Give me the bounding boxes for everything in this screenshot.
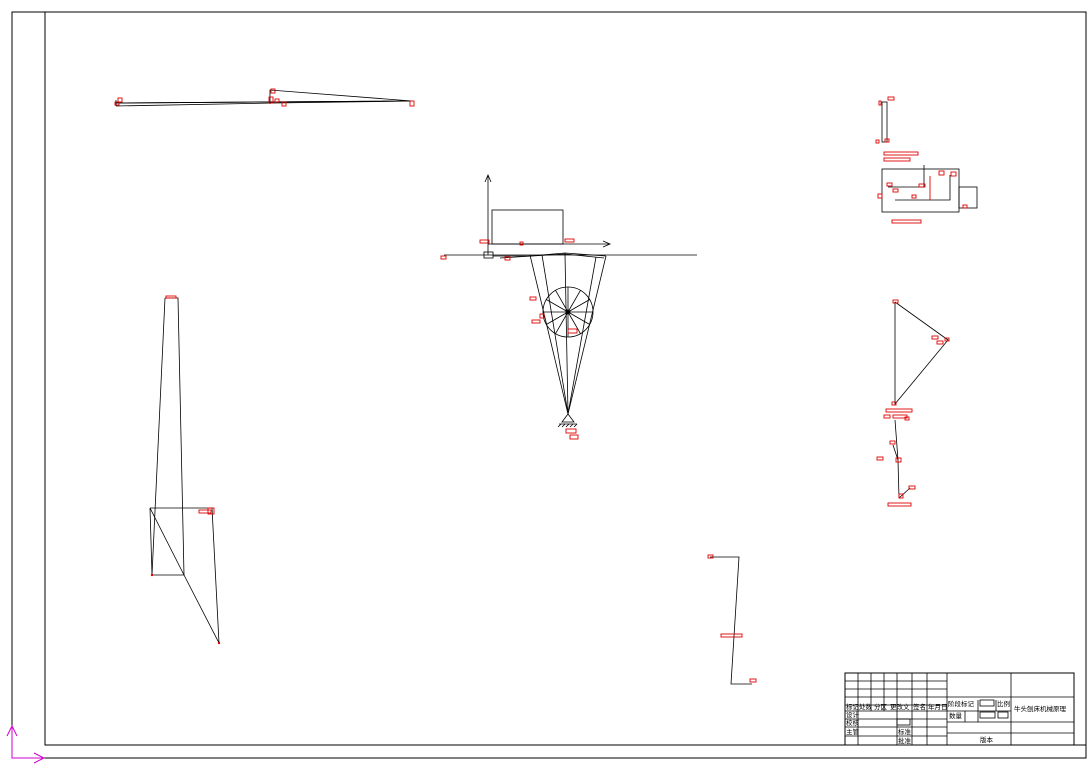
crank-spoke <box>555 290 569 313</box>
outer-frame <box>11 11 1087 759</box>
header-count: 处数 <box>859 702 873 711</box>
component-view-top-right <box>875 96 978 224</box>
cell-quantity: 数量 <box>949 711 963 720</box>
crank-spoke <box>555 311 569 334</box>
acceleration-diagram-left <box>149 295 221 645</box>
velocity-diagram-top-left <box>114 88 415 107</box>
cell-stage-mark: 阶段标记 <box>948 699 975 708</box>
crank-spoke <box>546 299 569 313</box>
crank-spoke <box>567 299 590 313</box>
header-date: 年月日 <box>928 702 948 711</box>
triangle-diagram-right <box>883 299 950 421</box>
crank-spoke <box>567 311 590 325</box>
header-change-doc: 更改文 <box>890 702 910 711</box>
inner-frame <box>44 11 1087 746</box>
ucs-axes-icon <box>6 724 46 764</box>
link-diagram-right-lower <box>876 419 916 507</box>
cell-standardize: 标准 <box>898 727 912 736</box>
mechanism-main-center <box>440 173 697 440</box>
drawing-title: 牛头刨床机械原理 <box>1014 704 1067 713</box>
role-supervise: 主管 <box>846 727 860 736</box>
cell-scale: 比例 <box>997 699 1010 708</box>
ground-pivot-icon <box>557 413 578 428</box>
header-signature: 签名 <box>913 702 926 711</box>
crank-spoke <box>567 311 581 334</box>
header-zone: 分区 <box>874 702 888 711</box>
crank-spoke <box>567 290 581 313</box>
link-diagram-bottom-center <box>707 554 757 685</box>
header-mark: 标记 <box>846 702 860 711</box>
crank-spoke <box>546 311 569 325</box>
title-block: 标记 处数 分区 更改文 签名 年月日 设计 校核 主管 标准 批准 阶段标记 … <box>844 672 1075 746</box>
cell-copy: 版本 <box>980 735 994 744</box>
cell-approve: 批准 <box>898 736 912 745</box>
role-check: 校核 <box>846 718 860 727</box>
role-design: 设计 <box>846 710 860 719</box>
